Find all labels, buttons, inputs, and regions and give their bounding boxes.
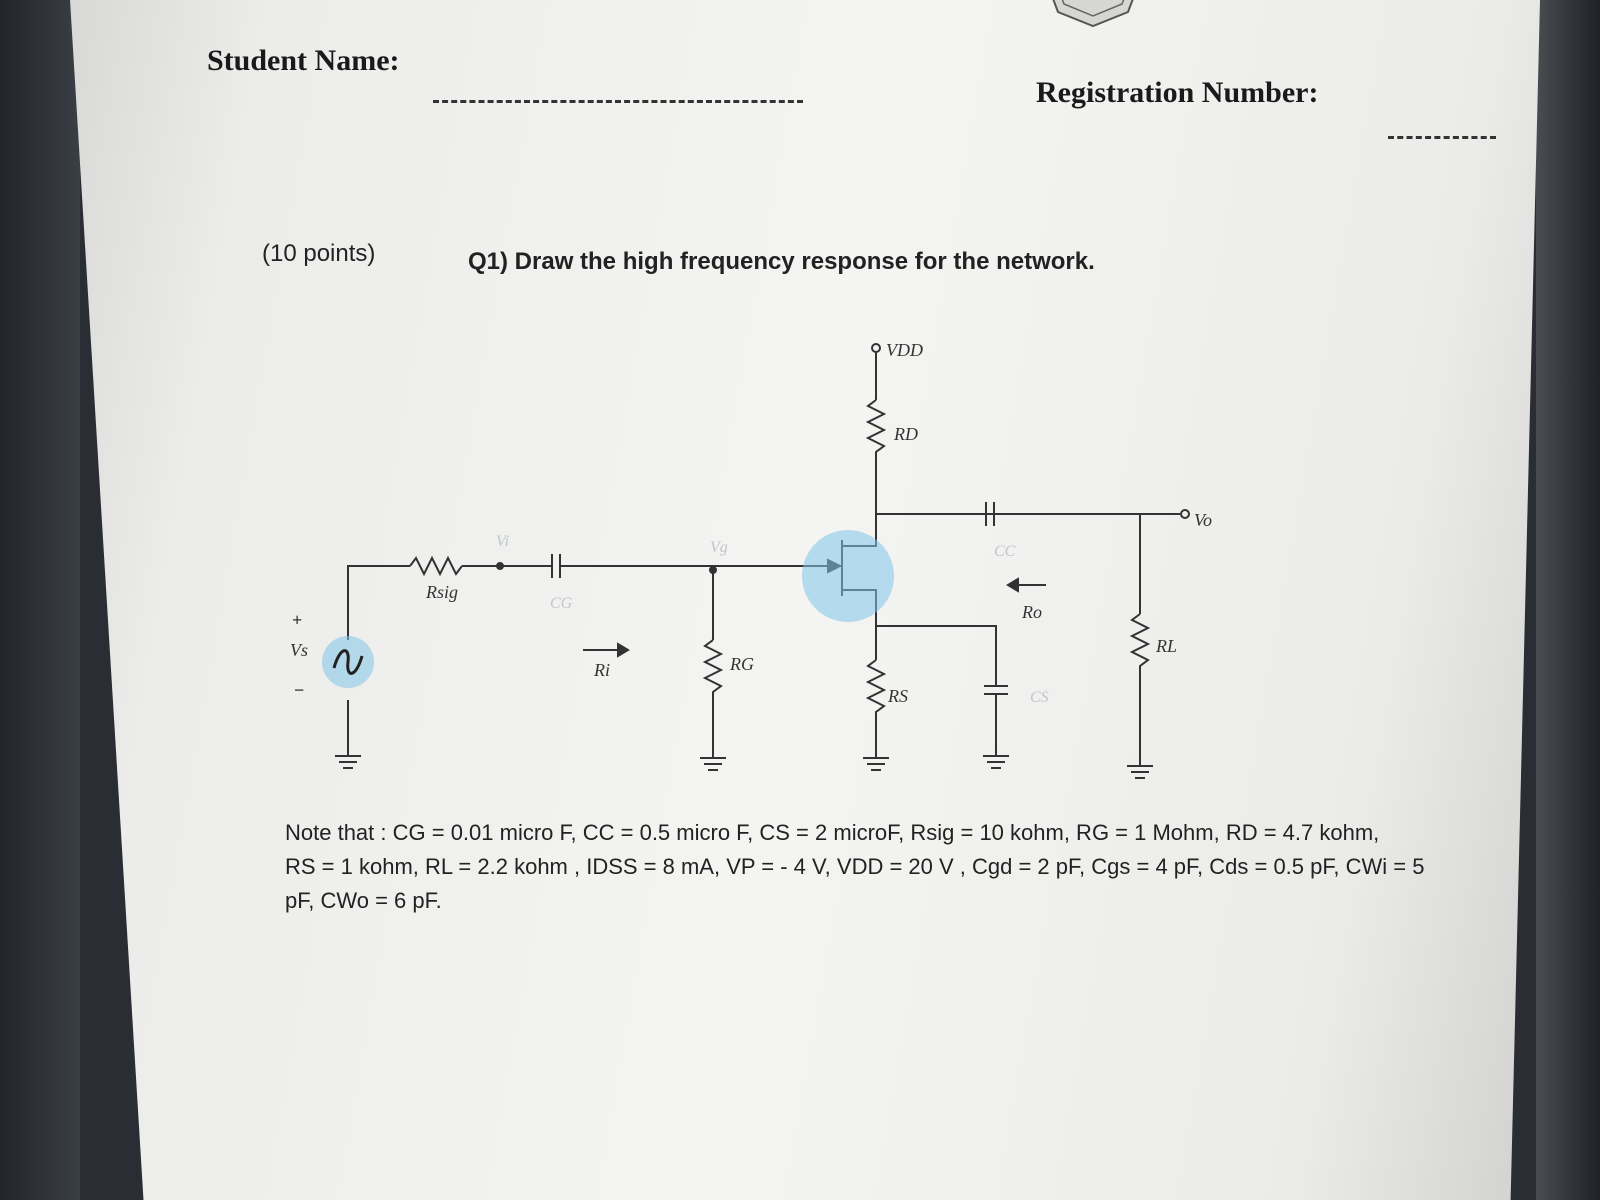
rg-label: RG bbox=[729, 654, 754, 674]
vi-label: Vi bbox=[496, 533, 509, 550]
vo-label: Vo bbox=[1194, 510, 1212, 530]
note-line-3: pF, CWo = 6 pF. bbox=[285, 888, 442, 913]
registration-number-label: Registration Number: bbox=[1036, 76, 1319, 109]
registration-number-blank-line[interactable] bbox=[1388, 136, 1496, 139]
rs-label: RS bbox=[887, 686, 908, 706]
student-name-blank-line[interactable] bbox=[433, 100, 803, 103]
ro-label: Ro bbox=[1021, 602, 1042, 622]
vs-label: Vs bbox=[290, 640, 308, 660]
plus-sign: + bbox=[292, 610, 302, 630]
university-seal-logo bbox=[1052, 0, 1134, 28]
question-text: Q1) Draw the high frequency response for… bbox=[468, 248, 1095, 275]
cg-label: CG bbox=[550, 595, 573, 612]
note-text: Note that : CG = 0.01 micro F, CC = 0.5 … bbox=[285, 816, 1435, 918]
student-name-label: Student Name: bbox=[207, 44, 400, 77]
paper-sheet bbox=[70, 0, 1540, 1200]
minus-sign: − bbox=[294, 680, 304, 700]
jfet-highlight bbox=[802, 530, 894, 622]
vg-label: Vg bbox=[710, 539, 728, 556]
note-line-2: RS = 1 kohm, RL = 2.2 kohm , IDSS = 8 mA… bbox=[285, 854, 1425, 879]
monitor-bezel-right bbox=[1536, 0, 1600, 1200]
note-line-1: Note that : CG = 0.01 micro F, CC = 0.5 … bbox=[285, 820, 1380, 845]
rsig-label: Rsig bbox=[425, 582, 458, 602]
rd-label: RD bbox=[893, 424, 918, 444]
ac-source-icon bbox=[332, 649, 364, 675]
rl-label: RL bbox=[1155, 636, 1177, 656]
cs-label: CS bbox=[1030, 689, 1049, 706]
cc-label: CC bbox=[994, 543, 1016, 560]
monitor-bezel-left bbox=[0, 0, 80, 1200]
vdd-label: VDD bbox=[886, 340, 923, 360]
points-label: (10 points) bbox=[262, 240, 376, 267]
ri-label: Ri bbox=[593, 660, 610, 680]
